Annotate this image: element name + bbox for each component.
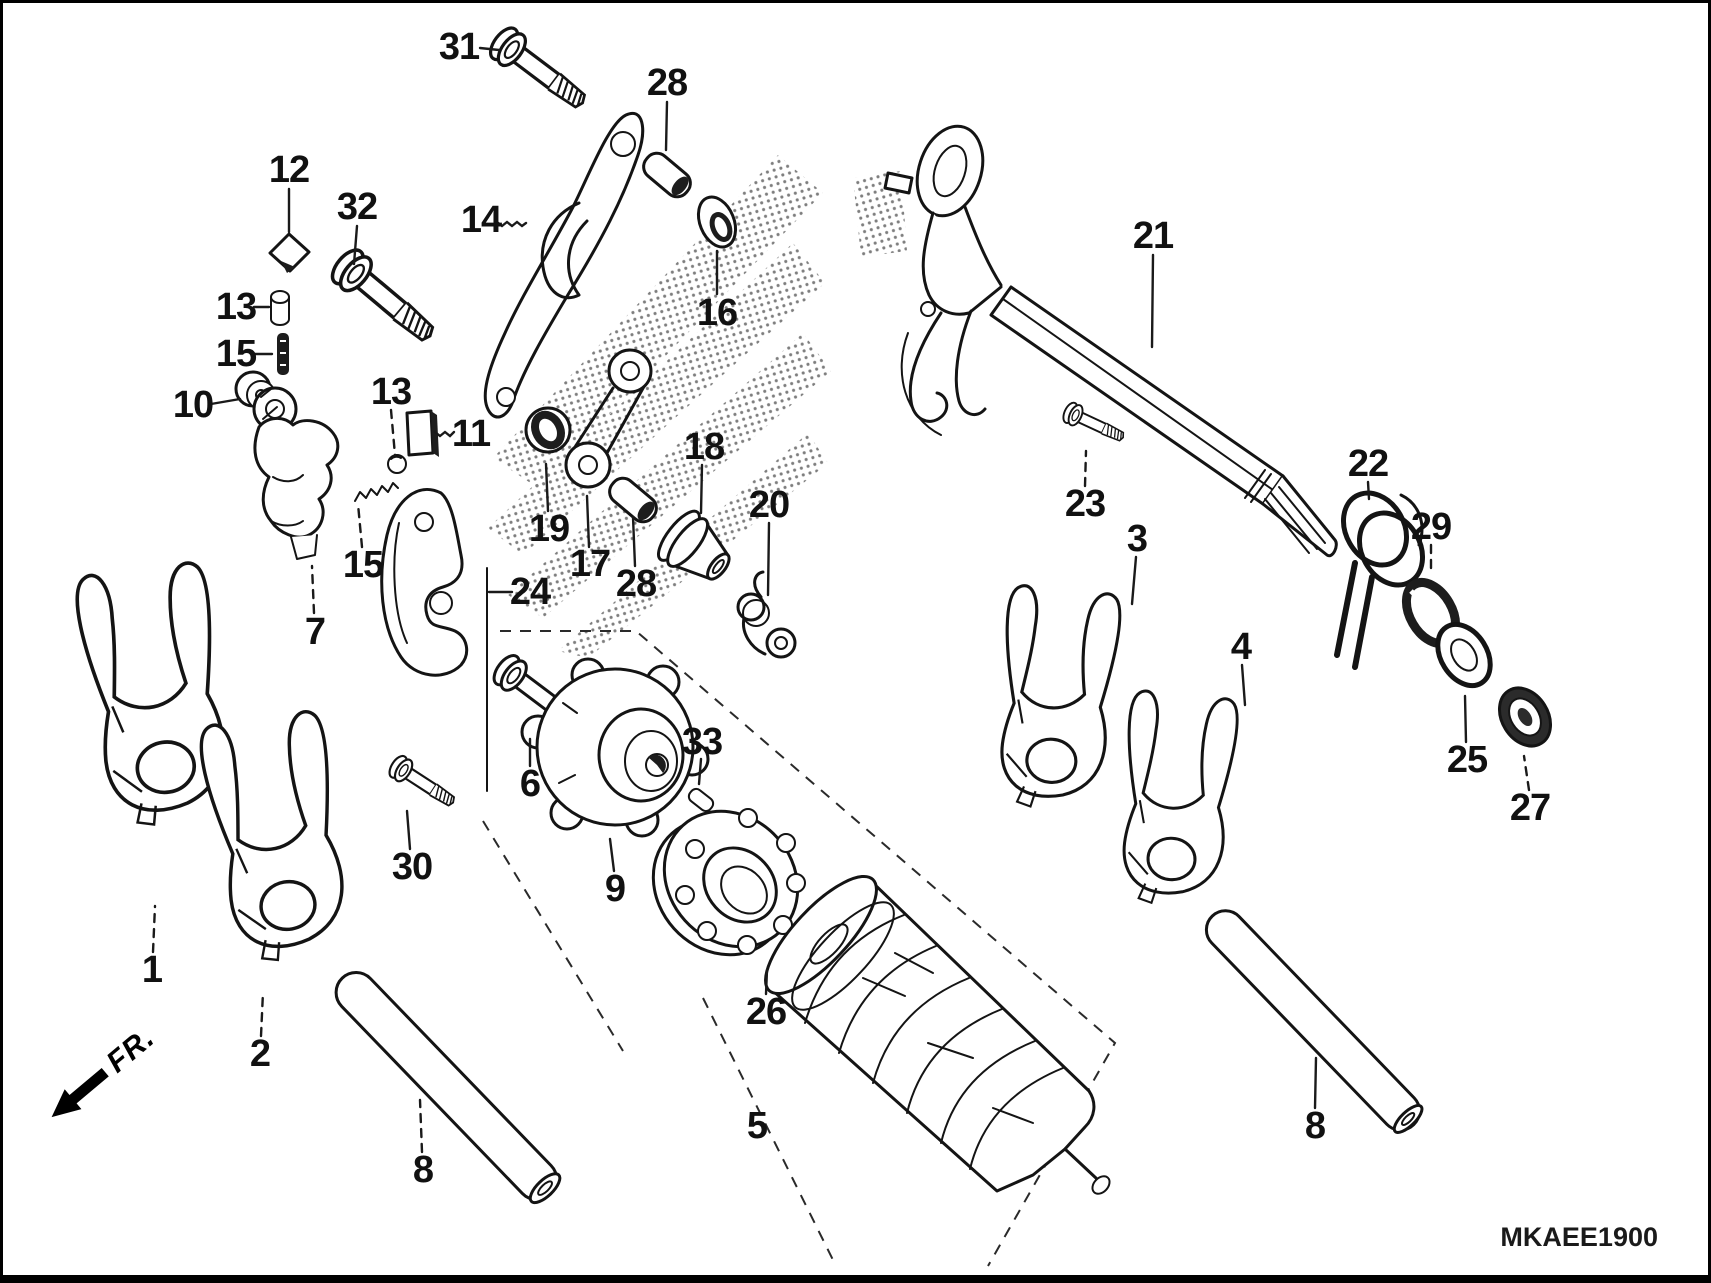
guide-nut-11: [405, 409, 456, 457]
assembly-axis-lines: [482, 567, 1117, 1267]
part-label-12: 12: [268, 149, 310, 191]
part-label-10: 10: [172, 384, 214, 426]
pin-15-left: [277, 333, 289, 375]
dowel-pin-33: [687, 787, 715, 813]
gearshift-fork-4: [1115, 688, 1241, 910]
honda-wing-watermark: [488, 155, 907, 658]
change-piece-12: [268, 232, 311, 273]
gearshift-fork-2: [194, 704, 363, 969]
part-label-30: 30: [391, 846, 433, 888]
part-label-22: 22: [1347, 443, 1389, 485]
part-label-3: 3: [1126, 518, 1148, 560]
part-label-24: 24: [509, 571, 551, 613]
part-label-29: 29: [1410, 506, 1452, 548]
oil-seal-27: [1497, 686, 1553, 748]
shift-drum-stopper-plate-24: [380, 488, 469, 677]
part-label-25: 25: [1446, 739, 1488, 781]
part-label-20: 20: [748, 484, 790, 526]
shift-link-17: [564, 348, 653, 489]
part-label-5: 5: [746, 1105, 768, 1147]
part-label-7: 7: [304, 611, 326, 653]
ball-13-mid: [387, 454, 407, 474]
gearshift-spindle-21: [883, 124, 1338, 558]
shift-drum-cam-9: [520, 657, 710, 838]
roller-pin-28-mid: [608, 476, 658, 524]
part-label-17: 17: [569, 543, 611, 585]
detent-spring-15-mid: [354, 482, 399, 502]
part-label-28-mid: 28: [615, 563, 657, 605]
shift-drum-center-bushing-18: [657, 509, 731, 581]
drum-stopper-spring-roller-20: [736, 570, 797, 659]
part-label-21: 21: [1132, 215, 1174, 257]
part-label-27: 27: [1509, 787, 1551, 829]
fr-direction-indicator: FR.: [40, 1021, 161, 1130]
flange-bolt-31: [483, 21, 596, 120]
part-label-8-left: 8: [412, 1149, 434, 1191]
return-spring-22: [1334, 490, 1425, 670]
part-label-15-left: 15: [215, 333, 257, 375]
part-label-13-left: 13: [215, 286, 257, 328]
thrust-washer-19: [524, 406, 572, 454]
plain-washer-25: [1435, 621, 1493, 689]
flange-bolt-30: [384, 751, 461, 814]
leader-lines: [151, 46, 1531, 1154]
part-label-6: 6: [519, 763, 541, 805]
part-label-19: 19: [528, 508, 570, 550]
part-label-26: 26: [745, 991, 787, 1033]
shift-drum-5: [764, 874, 1111, 1195]
roller-pin-28-top: [642, 151, 692, 199]
stopper-pin-bolt-23: [1059, 399, 1129, 449]
gearshift-arm-7: [252, 386, 340, 560]
part-label-9: 9: [604, 868, 626, 910]
part-label-1: 1: [141, 949, 163, 991]
part-label-13-mid: 13: [370, 371, 412, 413]
part-label-8-right: 8: [1304, 1105, 1326, 1147]
part-label-11: 11: [451, 413, 491, 455]
part-label-4: 4: [1230, 626, 1252, 668]
flange-bolt-32: [324, 242, 445, 354]
part-label-31: 31: [438, 26, 480, 68]
fr-arrow-icon: [51, 1067, 109, 1118]
gearshift-holder-plate-14: [483, 111, 645, 419]
part-label-18: 18: [683, 426, 725, 468]
part-label-28-top: 28: [646, 62, 688, 104]
exploded-parts-artwork: [70, 21, 1553, 1267]
part-label-2: 2: [249, 1033, 271, 1075]
part-label-23: 23: [1064, 483, 1106, 525]
part-label-33: 33: [681, 721, 723, 763]
collar-16: [696, 195, 738, 249]
roller-13-left: [270, 290, 290, 326]
part-label-14: 14: [460, 199, 502, 241]
fork-shaft-8-left: [334, 971, 562, 1205]
part-label-15-mid: 15: [342, 544, 384, 586]
part-label-16: 16: [696, 292, 738, 334]
gearshift-fork-3: [993, 583, 1124, 814]
fork-shaft-8-right: [1204, 909, 1424, 1134]
diagram-code: MKAEE1900: [1500, 1222, 1658, 1252]
part-label-32: 32: [336, 186, 378, 228]
